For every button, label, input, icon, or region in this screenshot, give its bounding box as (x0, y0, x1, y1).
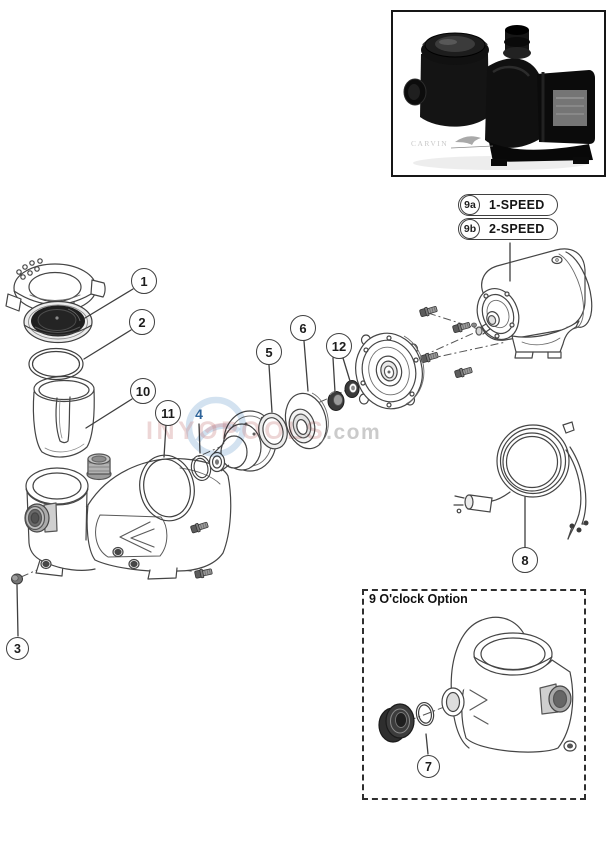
speed-label-2speed: 9b 2-SPEED (458, 218, 558, 240)
callout-3: 3 (6, 637, 29, 660)
lid-o-ring (28, 347, 84, 381)
callout-11: 11 (155, 400, 181, 426)
impeller (208, 410, 277, 473)
callout-12: 12 (326, 333, 352, 359)
pump-housing (24, 453, 232, 580)
shaft-seal (327, 380, 360, 411)
callout-4: 4 (195, 406, 203, 422)
callout-2: 2 (129, 309, 155, 335)
photo-brand-text: CARVIN (411, 139, 448, 148)
motor (471, 248, 593, 359)
diffuser-gasket (258, 412, 288, 450)
watermark-text: INYOPOOLS.com (146, 417, 381, 446)
housing-o-ring (139, 454, 195, 522)
speed-2-label: 2-SPEED (489, 222, 545, 236)
product-photo-box: CARVIN (391, 10, 606, 177)
strainer-basket (32, 375, 95, 458)
speed-1-label: 1-SPEED (489, 198, 545, 212)
drain-plug-part (11, 573, 23, 585)
callout-7: 7 (417, 755, 440, 778)
nine-oclock-option-box (362, 589, 586, 800)
seal-plate (355, 332, 425, 410)
pump-lid (23, 300, 93, 344)
watermark-suffix: .com (326, 421, 382, 444)
callout-9b: 9b (460, 219, 480, 239)
callout-5: 5 (256, 339, 282, 365)
callout-10: 10 (130, 378, 156, 404)
lock-ring (5, 258, 106, 313)
callout-8: 8 (512, 547, 538, 573)
callout-6: 6 (290, 315, 316, 341)
power-cord (453, 421, 589, 540)
option-box-title: 9 O'clock Option (369, 592, 468, 606)
callout-1: 1 (131, 268, 157, 294)
callout-9a: 9a (460, 195, 480, 215)
product-photo: CARVIN (403, 25, 595, 170)
diffuser (284, 392, 329, 450)
fastener-bolts (11, 304, 474, 585)
shaft-o-ring (190, 455, 212, 481)
shark-logo (455, 136, 481, 145)
speed-label-1speed: 9a 1-SPEED (458, 194, 558, 216)
